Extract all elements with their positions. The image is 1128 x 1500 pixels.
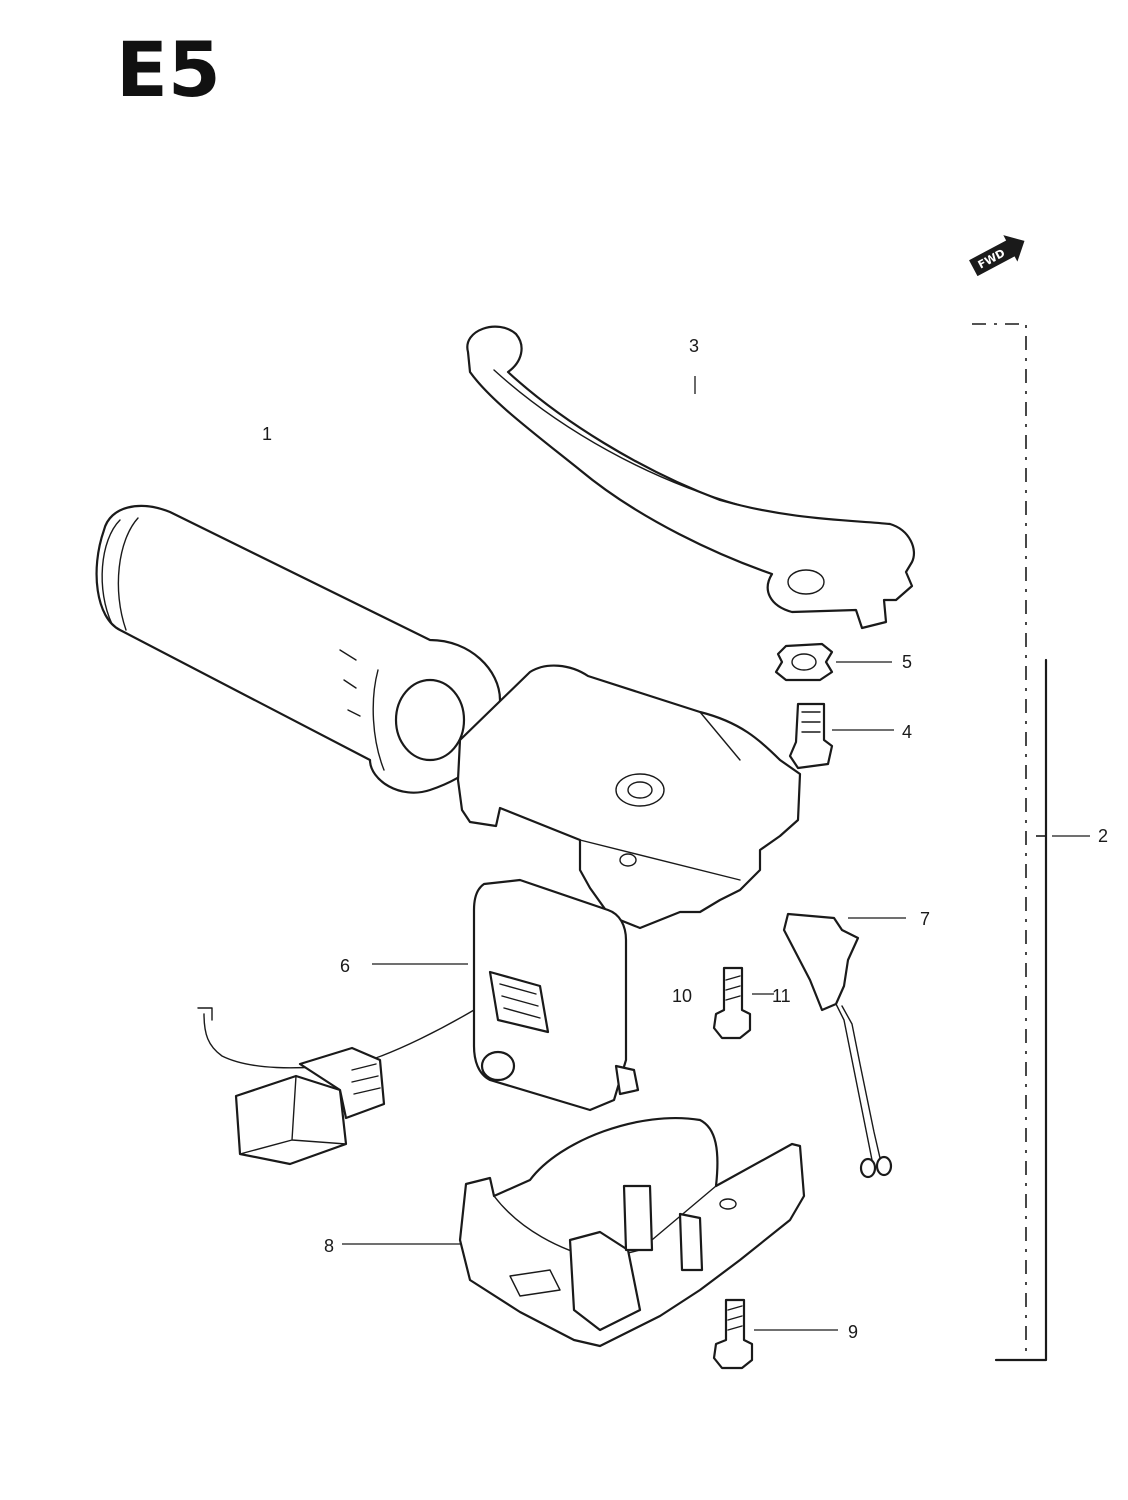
leader-lines xyxy=(342,376,1090,1331)
callout-6: 6 xyxy=(340,956,350,976)
callout-5: 5 xyxy=(902,652,912,672)
callout-8: 8 xyxy=(324,1236,334,1256)
part-6-switch-body xyxy=(472,878,640,1112)
callout-2: 2 xyxy=(1098,826,1108,846)
assembly-bracket xyxy=(972,323,1048,1362)
callout-3: 3 xyxy=(689,336,699,356)
callout-9: 9 xyxy=(848,1322,858,1342)
section-code-text: E5 xyxy=(116,25,221,114)
part-8-lower-housing xyxy=(458,1116,806,1348)
callouts: 1 2 3 4 5 6 7 8 9 10 11 xyxy=(262,336,1108,1342)
callout-1: 1 xyxy=(262,424,272,444)
part-3-lever xyxy=(466,325,916,630)
switch-housing-upper xyxy=(456,664,802,930)
callout-4: 4 xyxy=(902,722,912,742)
part-1-grip xyxy=(95,504,502,794)
switch-connector xyxy=(197,1007,475,1166)
part-7-sensor-switch xyxy=(782,912,893,1179)
callout-7: 7 xyxy=(920,909,930,929)
part-11-screw xyxy=(712,966,752,1040)
part-9-screw xyxy=(712,1298,754,1370)
part-4-pivot-bolt xyxy=(788,702,834,770)
callout-10: 10 xyxy=(672,986,692,1006)
part-5-washer xyxy=(774,642,834,682)
section-code: E5 xyxy=(116,25,221,114)
forward-arrow-icon: FWD xyxy=(969,235,1025,277)
callout-11: 11 xyxy=(772,986,791,1006)
